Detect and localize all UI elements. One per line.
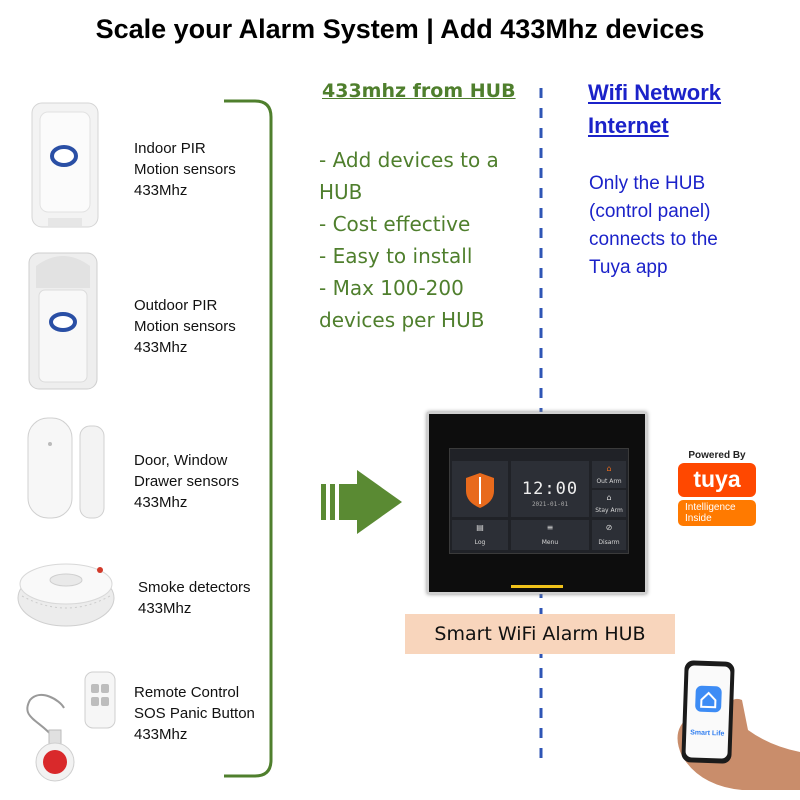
- door-icon: ⌂: [606, 464, 612, 473]
- shield-tile: [452, 461, 508, 517]
- menu-label: Menu: [541, 539, 559, 546]
- feature-line: devices per HUB: [319, 308, 485, 332]
- tuya-badge: Powered By tuya Intelligence Inside: [678, 450, 756, 526]
- out-arm-tile: ⌂ Out Arm: [592, 461, 626, 488]
- wifi-section-heading: Wifi Network Internet: [588, 80, 722, 138]
- feature-line: HUB: [319, 180, 363, 204]
- log-tile: ▤ Log: [452, 520, 508, 550]
- bracket-line: [224, 99, 273, 778]
- feature-line: - Max 100-200: [319, 276, 464, 300]
- out-arm-label: Out Arm: [596, 478, 622, 485]
- stay-arm-label: Stay Arm: [595, 507, 623, 514]
- smartphone-image: Smart Life: [681, 660, 735, 764]
- indoor-pir-sensor-image: [31, 102, 99, 228]
- tuya-logo: tuya: [678, 463, 756, 497]
- smart-life-label: Smart Life: [690, 729, 725, 738]
- shield-icon: [466, 473, 494, 508]
- hub-feature-list: - Add devices to a HUB - Cost effective …: [319, 144, 499, 336]
- hub-indicator-bar: [511, 585, 563, 588]
- remote-panic-button-image: [26, 671, 116, 782]
- hub-screen: 12:00 2021-01-01 ⌂ Out Arm ⌂ Stay Arm ▤ …: [449, 448, 629, 554]
- hub-caption: Smart WiFi Alarm HUB: [405, 614, 675, 654]
- intelligence-inside-label: Intelligence Inside: [678, 500, 756, 526]
- page-title: Scale your Alarm System | Add 433Mhz dev…: [95, 14, 705, 44]
- smart-life-app-icon: [695, 685, 722, 713]
- powered-by-label: Powered By: [688, 450, 746, 461]
- log-icon: ▤: [476, 523, 484, 532]
- disarm-label: Disarm: [598, 539, 620, 546]
- disarm-icon: ⊘: [605, 523, 613, 532]
- disarm-tile: ⊘ Disarm: [592, 520, 626, 550]
- feature-line: - Easy to install: [319, 244, 473, 268]
- smoke-detector-image: [17, 563, 115, 627]
- log-label: Log: [474, 539, 486, 546]
- alarm-hub-panel: 12:00 2021-01-01 ⌂ Out Arm ⌂ Stay Arm ▤ …: [427, 412, 647, 594]
- feature-line: - Add devices to a: [319, 148, 499, 172]
- stay-arm-tile: ⌂ Stay Arm: [592, 490, 626, 517]
- arrow-right-icon: [321, 470, 402, 534]
- door-window-sensor-image: [27, 417, 105, 519]
- date-display: 2021-01-01: [531, 501, 569, 508]
- hub-section-heading: 433mhz from HUB: [322, 80, 516, 102]
- wifi-section-text: Only the HUB (control panel) connects to…: [589, 173, 718, 278]
- menu-tile: ≡ Menu: [511, 520, 589, 550]
- clock-display: 12:00: [521, 479, 579, 499]
- feature-line: - Cost effective: [319, 212, 471, 236]
- home-icon: ⌂: [606, 493, 612, 502]
- menu-icon: ≡: [546, 523, 554, 532]
- phone-screen: Smart Life: [685, 665, 731, 759]
- outdoor-pir-sensor-image: [28, 252, 98, 390]
- clock-tile: 12:00 2021-01-01: [511, 461, 589, 517]
